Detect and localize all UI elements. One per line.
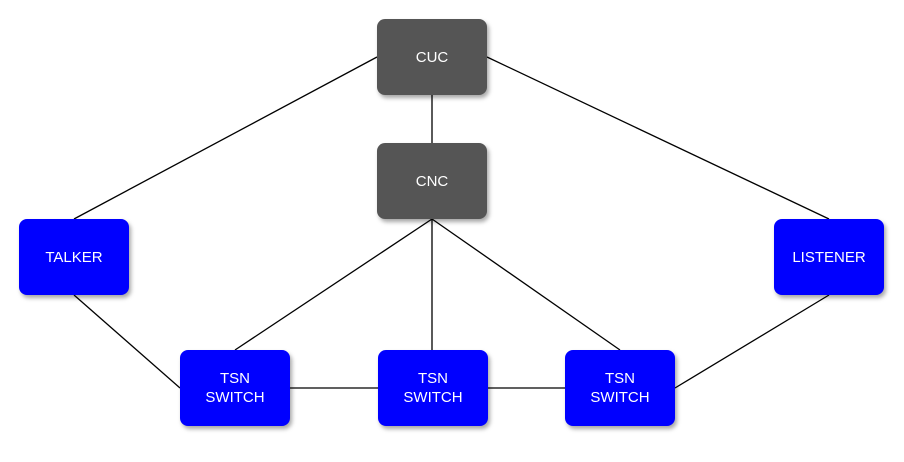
talker-label: TALKER <box>45 248 103 266</box>
tsn-switch-3-label-line1: TSN <box>604 370 635 387</box>
tsn-switch-3-label-line2: SWITCH <box>590 389 650 406</box>
edge-cuc-listener <box>486 56 830 220</box>
tsn-switch-2-label-line1: TSN <box>417 370 448 387</box>
tsn-switch-1-label: TSN SWITCH <box>205 369 264 407</box>
tsn-switch-2-node[interactable]: TSN SWITCH <box>378 350 488 426</box>
cnc-node[interactable]: CNC <box>377 143 487 219</box>
tsn-switch-3-node[interactable]: TSN SWITCH <box>565 350 675 426</box>
listener-label: LISTENER <box>792 248 866 266</box>
tsn-switch-1-label-line2: SWITCH <box>205 389 265 406</box>
edge-talker-switch-1 <box>73 294 181 389</box>
edge-cnc-switch-3 <box>431 218 621 351</box>
listener-node[interactable]: LISTENER <box>774 219 884 295</box>
edge-cnc-switch-1 <box>234 218 433 351</box>
tsn-switch-1-label-line1: TSN <box>219 370 250 387</box>
tsn-switch-2-label-line2: SWITCH <box>403 389 463 406</box>
edge-switch-3-listener <box>674 294 830 389</box>
edge-cuc-talker <box>73 56 378 220</box>
tsn-switch-2-label: TSN SWITCH <box>403 369 462 407</box>
cuc-label: CUC <box>415 48 449 66</box>
tsn-switch-1-node[interactable]: TSN SWITCH <box>180 350 290 426</box>
cuc-node[interactable]: CUC <box>377 19 487 95</box>
tsn-switch-3-label: TSN SWITCH <box>590 369 649 407</box>
cnc-label: CNC <box>415 172 449 190</box>
talker-node[interactable]: TALKER <box>19 219 129 295</box>
